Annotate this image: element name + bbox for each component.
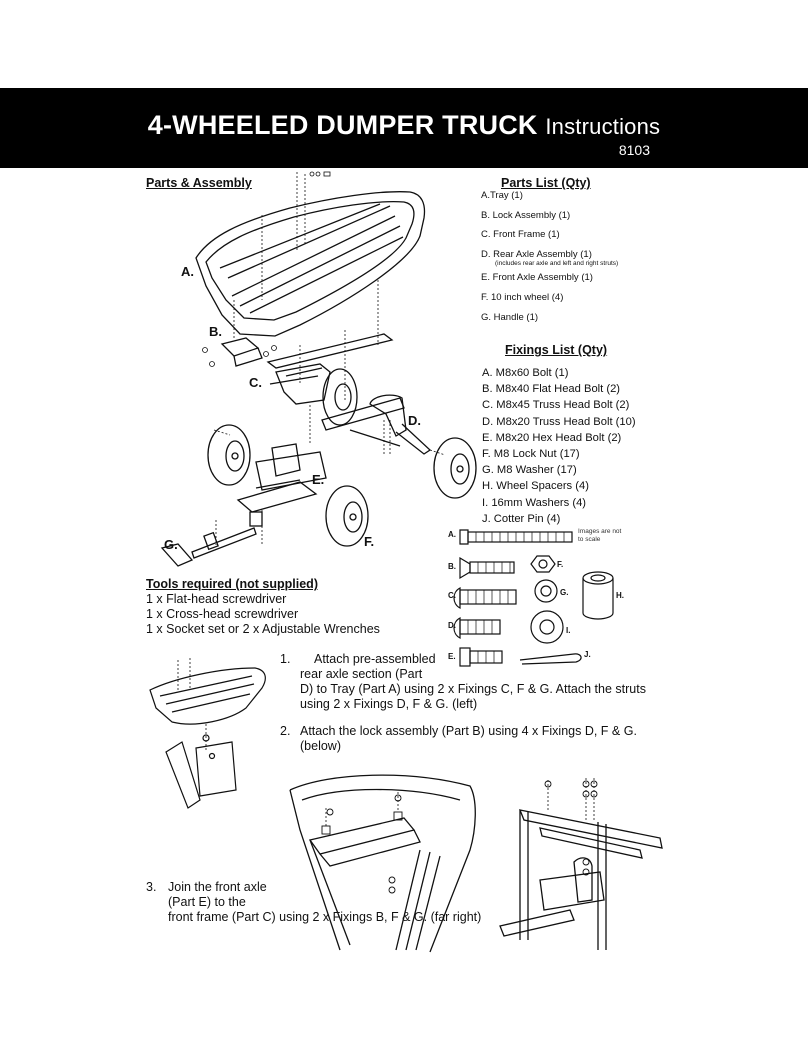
scale-note: Images are not to scale	[578, 528, 622, 543]
diagram-label-b: B.	[209, 324, 222, 339]
step-3-number: 3.	[146, 880, 157, 894]
tools-heading: Tools required (not supplied)	[146, 577, 318, 591]
step-3-line-2: (Part E) to the	[168, 895, 246, 909]
step-2-line-1: Attach the lock assembly (Part B) using …	[300, 724, 637, 738]
parts-list: A.Tray (1) B. Lock Assembly (1) C. Front…	[481, 190, 651, 331]
fixings-list-item: A. M8x60 Bolt (1)	[482, 367, 569, 379]
title-main: 4-WHEELED DUMPER TRUCK	[147, 110, 538, 140]
step-2-line-2: (below)	[300, 739, 341, 753]
tool-item: 1 x Flat-head screwdriver	[146, 592, 287, 606]
diagram-label-e: E.	[312, 472, 325, 487]
fixing-label-e: E.	[448, 652, 456, 661]
document-title: 4-WHEELED DUMPER TRUCK Instructions	[0, 110, 808, 141]
step-1-line-1: Attach pre-assembled	[314, 652, 436, 666]
fixing-label-a: A.	[448, 530, 456, 539]
fixings-list-heading: Fixings List (Qty)	[505, 343, 608, 357]
fixing-label-i: I.	[566, 626, 571, 635]
tool-item: 1 x Socket set or 2 x Adjustable Wrenche…	[146, 622, 380, 636]
parts-list-item: C. Front Frame (1)	[481, 229, 560, 241]
step-1-line-4: using 2 x Fixings D, F & G. (left)	[300, 697, 478, 711]
fixing-label-b: B.	[448, 562, 456, 571]
step-2-number: 2.	[280, 724, 291, 738]
step-3-line-1: Join the front axle	[168, 880, 267, 894]
fixing-label-h: H.	[616, 591, 624, 600]
title-sub: Instructions	[545, 114, 661, 139]
product-code: 8103	[618, 142, 650, 158]
step-1-line-2: rear axle section (Part	[300, 667, 423, 681]
fixings-list-item: B. M8x40 Flat Head Bolt (2)	[482, 383, 621, 396]
diagram-label-d: D.	[408, 413, 421, 428]
step-1-number: 1.	[280, 652, 291, 666]
fixings-list-item: I. 16mm Washers (4)	[482, 496, 587, 509]
parts-list-item: A.Tray (1)	[481, 190, 523, 201]
step-1-line-3: D) to Tray (Part A) using 2 x Fixings C,…	[300, 682, 646, 696]
fixing-label-d: D.	[448, 621, 456, 630]
tool-item: 1 x Cross-head screwdriver	[146, 607, 299, 621]
fixing-label-c: C.	[448, 591, 456, 600]
fixing-label-f: F.	[557, 560, 564, 569]
tools-section: Tools required (not supplied) 1 x Flat-h…	[146, 577, 380, 637]
fixing-label-j: J.	[584, 650, 591, 659]
fixings-list-item: G. M8 Washer (17)	[482, 464, 577, 477]
fixings-list-item: F. M8 Lock Nut (17)	[482, 447, 580, 460]
title-banner: 4-WHEELED DUMPER TRUCK Instructions 8103	[0, 88, 808, 168]
diagram-label-c: C.	[249, 375, 262, 390]
fixings-list-item: H. Wheel Spacers (4)	[482, 480, 589, 493]
fixings-list-item: C. M8x45 Truss Head Bolt (2)	[482, 399, 630, 412]
fixings-list-item: E. M8x20 Hex Head Bolt (2)	[482, 431, 622, 444]
parts-list-item: E. Front Axle Assembly (1)	[481, 272, 593, 284]
parts-list-item: F. 10 inch wheel (4)	[481, 291, 564, 303]
fixings-list: A. M8x60 Bolt (1) B. M8x40 Flat Head Bol…	[482, 367, 636, 529]
fixings-list-item: J. Cotter Pin (4)	[482, 512, 561, 525]
parts-list-note: (includes rear axle and left and right s…	[495, 260, 619, 268]
parts-list-heading: Parts List (Qty)	[501, 176, 591, 190]
fixings-list-item: D. M8x20 Truss Head Bolt (10)	[482, 415, 636, 428]
fixing-label-g: G.	[560, 588, 569, 597]
parts-list-item: D. Rear Axle Assembly (1)	[481, 248, 592, 260]
diagram-label-f: F.	[364, 534, 375, 549]
parts-list-item: B. Lock Assembly (1)	[481, 209, 571, 221]
assembly-heading: Parts & Assembly	[146, 176, 252, 190]
diagram-label-a: A.	[181, 264, 194, 279]
parts-list-item: G. Handle (1)	[481, 311, 539, 323]
diagram-label-g: G.	[164, 537, 178, 552]
